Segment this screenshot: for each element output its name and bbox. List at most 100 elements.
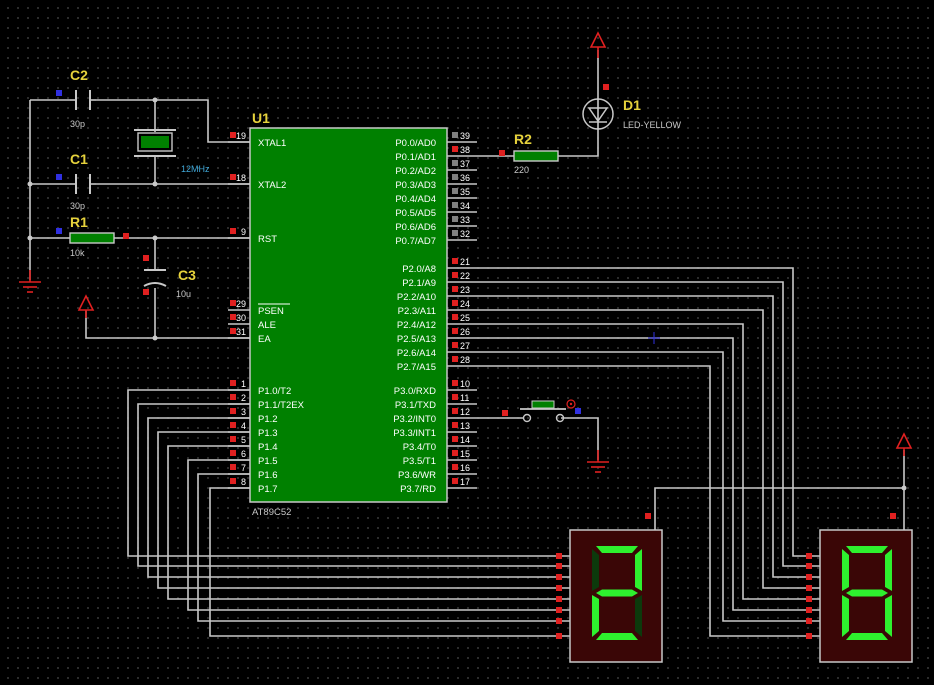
pin-marker — [452, 314, 458, 320]
pin-label: P3.2/INT0 — [393, 414, 436, 425]
pin-label: P0.7/AD7 — [395, 236, 436, 247]
pin-number: 9 — [241, 227, 246, 237]
c3-ref: C3 — [178, 267, 196, 283]
segment-a — [846, 546, 888, 553]
pin-marker — [230, 132, 236, 138]
pin-number: 16 — [460, 463, 470, 473]
pin-label: P3.1/TXD — [395, 400, 436, 411]
pin-marker — [452, 146, 458, 152]
pin-marker — [230, 380, 236, 386]
pin-marker — [452, 450, 458, 456]
segment-e — [842, 595, 849, 637]
pin-marker — [452, 230, 458, 236]
pin-marker — [230, 422, 236, 428]
r1-value: 10k — [70, 248, 85, 258]
mcu-pins: 19XTAL118XTAL29RST29PSEN30ALE31EA1P1.0/T… — [228, 131, 812, 639]
mcu-u1[interactable]: U1 AT89C52 19XTAL118XTAL29RST29PSEN30ALE… — [228, 110, 812, 639]
segment-c — [885, 595, 892, 637]
pin-label: P0.0/AD0 — [395, 138, 436, 149]
pin-label: P1.3 — [258, 428, 278, 439]
capacitor-c1[interactable]: C1 30p — [70, 151, 96, 211]
digit-right — [842, 546, 892, 640]
pin-marker — [806, 596, 812, 602]
c2-value: 30p — [70, 119, 85, 129]
pin-marker — [806, 563, 812, 569]
power-terminal-led[interactable] — [589, 31, 607, 58]
led-d1[interactable]: D1 LED-YELLOW — [582, 97, 682, 130]
pin-marker — [452, 160, 458, 166]
pin-number: 8 — [241, 477, 246, 487]
crystal[interactable]: 12MHz — [134, 129, 210, 174]
pin-number: 22 — [460, 271, 470, 281]
ground-button[interactable] — [587, 450, 609, 473]
pin-label: P1.2 — [258, 414, 278, 425]
seven-segment-right[interactable] — [819, 529, 913, 663]
pin-marker — [556, 563, 562, 569]
pin-label: P2.5/A13 — [397, 334, 436, 345]
pin-number: 24 — [460, 299, 470, 309]
crystal-value: 12MHz — [181, 164, 210, 174]
power-terminal-ea[interactable] — [77, 294, 95, 318]
pin-number: 31 — [236, 327, 246, 337]
power-terminal-display[interactable] — [895, 432, 913, 456]
segment-c — [635, 595, 642, 637]
d1-ref: D1 — [623, 97, 641, 113]
pin-label: P3.4/T0 — [403, 442, 436, 453]
r1-ref: R1 — [70, 214, 88, 230]
pin-marker — [452, 286, 458, 292]
pin-marker — [452, 464, 458, 470]
pin-label: P1.0/T2 — [258, 386, 291, 397]
capacitor-c3[interactable]: C3 10u — [143, 267, 196, 299]
segment-d — [846, 633, 888, 640]
pin-number: 1 — [241, 379, 246, 389]
pin-marker — [806, 633, 812, 639]
segment-a — [596, 546, 638, 553]
pin-marker — [452, 216, 458, 222]
c1-ref: C1 — [70, 151, 88, 167]
pin-number: 4 — [241, 421, 246, 431]
pin-marker — [230, 394, 236, 400]
pin-marker — [230, 478, 236, 484]
pin-marker — [806, 574, 812, 580]
resistor-r2[interactable]: R2 220 — [513, 131, 559, 175]
pin-marker — [806, 585, 812, 591]
pin-marker — [452, 380, 458, 386]
pin-number: 26 — [460, 327, 470, 337]
pin-marker — [452, 342, 458, 348]
segment-e — [592, 595, 599, 637]
wires — [29, 50, 905, 637]
pin-marker — [452, 408, 458, 414]
d1-value: LED-YELLOW — [623, 120, 682, 130]
pin-label: PSEN — [258, 306, 284, 317]
digit-left — [592, 546, 642, 640]
pin-label: P3.3/INT1 — [393, 428, 436, 439]
r2-ref: R2 — [514, 131, 532, 147]
pin-marker — [556, 585, 562, 591]
r2-value: 220 — [514, 165, 529, 175]
capacitor-c2[interactable]: C2 30p — [70, 67, 96, 129]
pin-marker — [230, 228, 236, 234]
c3-value: 10u — [176, 289, 191, 299]
pin-label: P2.3/A11 — [398, 306, 436, 317]
seven-segment-left[interactable] — [569, 529, 663, 663]
pin-marker — [452, 394, 458, 400]
push-button[interactable] — [520, 399, 576, 423]
pin-marker — [452, 356, 458, 362]
resistor-r1[interactable]: R1 10k — [69, 214, 115, 258]
pin-label: P3.5/T1 — [403, 456, 436, 467]
pin-marker — [806, 607, 812, 613]
pin-number: 10 — [460, 379, 470, 389]
pin-label: P0.6/AD6 — [395, 222, 436, 233]
pin-marker — [556, 633, 562, 639]
pin-number: 27 — [460, 341, 470, 351]
ground-left[interactable] — [19, 270, 41, 293]
pin-label: P1.4 — [258, 442, 278, 453]
segment-b — [885, 549, 892, 591]
pin-number: 25 — [460, 313, 470, 323]
pin-number: 17 — [460, 477, 470, 487]
pin-number: 15 — [460, 449, 470, 459]
pin-marker — [452, 272, 458, 278]
pin-number: 5 — [241, 435, 246, 445]
mcu-ref: U1 — [252, 110, 270, 126]
